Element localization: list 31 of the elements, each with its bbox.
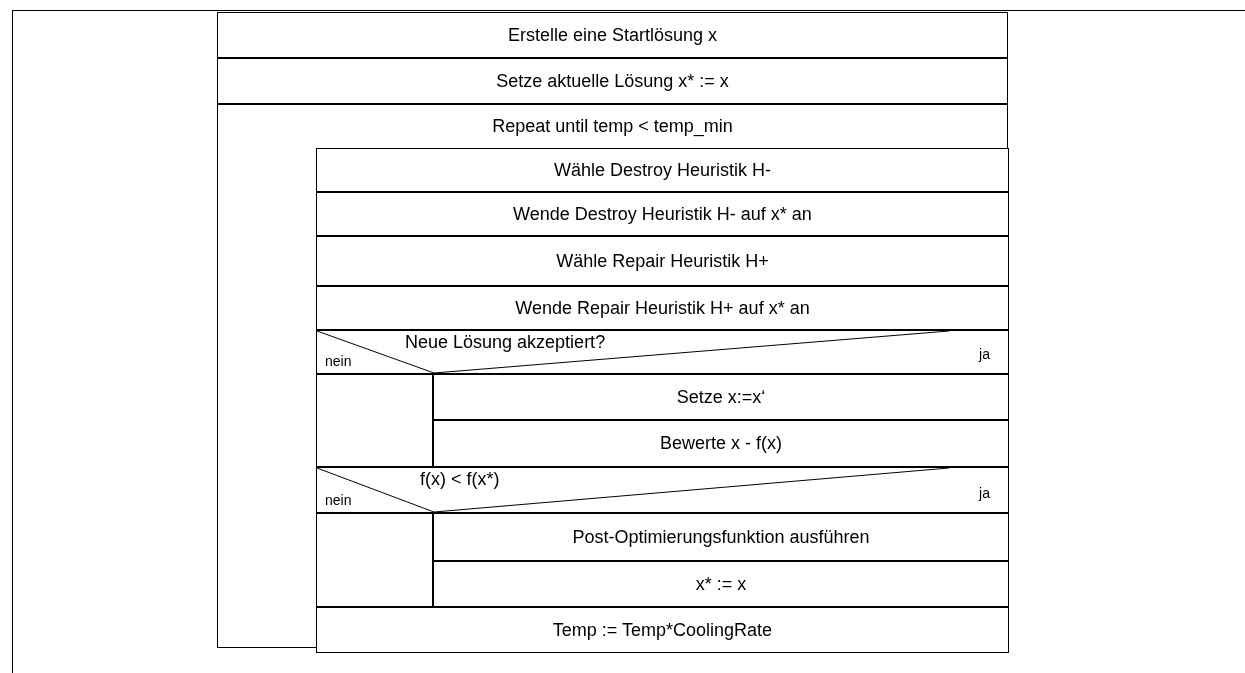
process-box [217, 12, 1008, 58]
decision-block [316, 330, 1009, 374]
process-text: Wende Repair Heuristik H+ auf x* an [515, 296, 810, 320]
process-box [433, 513, 1009, 561]
process-text: Post-Optimierungsfunktion ausführen [572, 525, 870, 549]
decision-condition: f(x) < f(x*) [420, 468, 500, 490]
process-text: Wende Destroy Heuristik H- auf x* an [513, 202, 812, 226]
process-text: Erstelle eine Startlösung x [507, 23, 718, 47]
process-box [433, 420, 1009, 467]
process-text: Wähle Destroy Heuristik H- [553, 158, 771, 182]
process-box [316, 192, 1009, 236]
process-text: Setze aktuelle Lösung x* := x [496, 69, 729, 93]
process-text: Bewerte x - f(x) [660, 432, 782, 455]
branch-label: nein [325, 491, 352, 510]
process-box [316, 607, 1009, 653]
process-box [316, 286, 1009, 330]
process-text: Setze x:=x‘ [676, 385, 766, 409]
branch-label: ja [979, 484, 990, 503]
process-text: Wähle Repair Heuristik H+ [556, 249, 769, 273]
branch-label: nein [325, 352, 352, 371]
process-box [316, 148, 1009, 192]
process-box [316, 236, 1009, 286]
process-text: Temp := Temp*CoolingRate [552, 618, 773, 642]
process-box [217, 58, 1008, 104]
process-box [433, 374, 1009, 420]
branch-label: ja [979, 345, 990, 364]
decision-condition: Neue Lösung akzeptiert? [405, 331, 606, 353]
process-box [433, 561, 1009, 607]
process-text: x* := x [695, 572, 747, 596]
decision-block [316, 467, 1009, 513]
loop-condition: Repeat until temp < temp_min [492, 115, 733, 139]
